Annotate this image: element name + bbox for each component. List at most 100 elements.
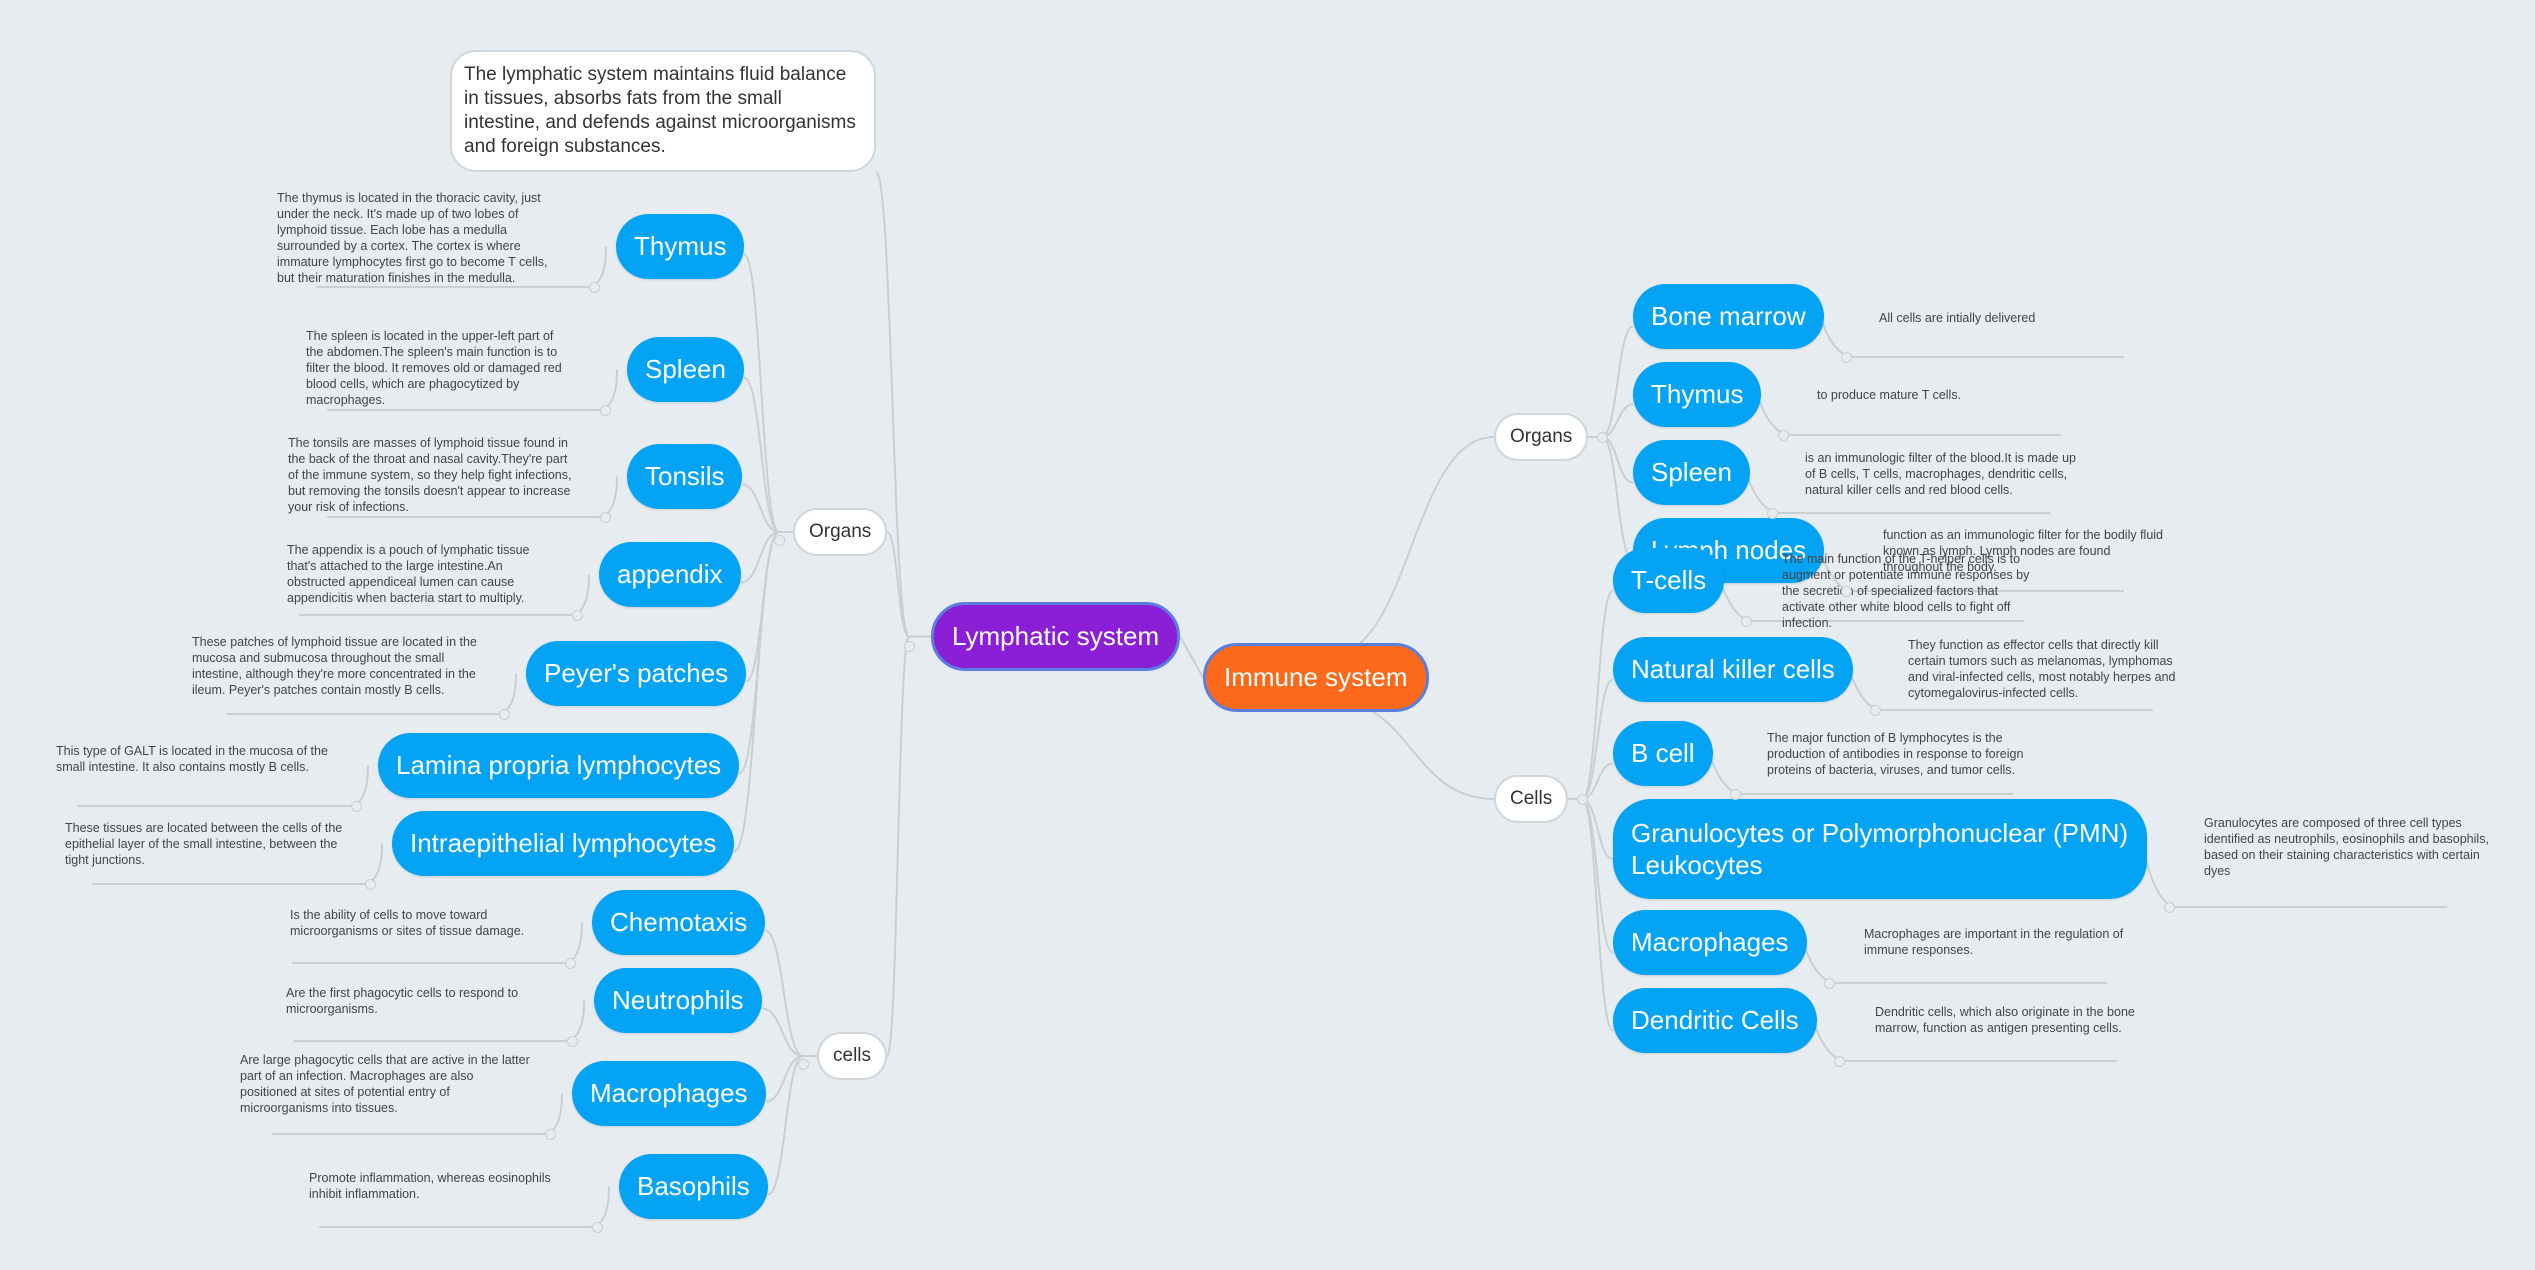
right-cell-b-cell[interactable]: B cell [1613,721,1713,786]
note-tonsils-left: The tonsils are masses of lymphoid tissu… [288,436,572,514]
note-lamina-left: This type of GALT is located in the muco… [56,744,328,774]
note-dendritic-right: Dendritic cells, which also originate in… [1875,1005,2135,1035]
expand-dot-lc1[interactable] [566,1035,578,1047]
underline-lo5 [78,765,369,807]
underline-lo4 [226,673,517,715]
underline-lo3 [299,574,590,616]
right-cell-granulocytes[interactable]: Granulocytes or Polymorphonuclear (PMN) … [1613,799,2147,899]
link-rc1 [1581,678,1614,800]
link-ro2 [1601,436,1634,484]
expand-dot-lo0[interactable] [588,281,600,293]
right-organ-bone-marrow[interactable]: Bone marrow [1633,284,1824,349]
link-root-n-intro [875,171,910,638]
left-cells-collapse-dot[interactable] [797,1058,809,1070]
link-lc3 [767,1055,804,1196]
right-organ-spleen[interactable]: Spleen [1633,440,1750,505]
note-spleen-right: is an immunologic filter of the blood.It… [1805,451,2076,497]
expand-dot-lo5[interactable] [350,800,362,812]
right-organ-thymus[interactable]: Thymus [1633,362,1762,427]
note-appendix-left: The appendix is a pouch of lymphatic tis… [287,543,530,605]
underline-lo0 [316,246,607,288]
expand-dot-ro1[interactable] [1777,429,1789,441]
note-chemotaxis-left: Is the ability of cells to move toward m… [290,908,525,938]
expand-dot-lo4[interactable] [498,708,510,720]
underline-lc1 [294,1000,585,1042]
right-cell-macrophages[interactable]: Macrophages [1613,910,1807,975]
expand-dot-lo1[interactable] [599,404,611,416]
note-peyers-left: These patches of lymphoid tissue are loc… [192,635,477,697]
note-t-cells-right: The main function of the T-helper cells … [1782,552,2030,630]
note-bone-marrow-right: All cells are intially delivered [1879,311,2036,325]
expand-dot-lc0[interactable] [564,957,576,969]
intro-card[interactable]: The lymphatic system maintains fluid bal… [450,50,876,172]
expand-dot-rc0[interactable] [1740,615,1752,627]
right-cell-t-cells[interactable]: T-cells [1613,548,1725,613]
expand-dot-ro0[interactable] [1840,351,1852,363]
expand-dot-lc3[interactable] [591,1221,603,1233]
left-organ-appendix[interactable]: appendix [599,542,741,607]
expand-dot-rc4[interactable] [1823,977,1835,989]
expand-dot-lo2[interactable] [599,511,611,523]
root-node-lymphatic-system[interactable]: Lymphatic system [931,602,1181,671]
left-cells-label[interactable]: cells [817,1032,888,1080]
expand-dot-lc2[interactable] [544,1128,556,1140]
expand-dot-rc3[interactable] [2163,901,2175,913]
link-lo3 [740,531,780,584]
expand-dot-rc1[interactable] [1869,704,1881,716]
left-cell-basophils[interactable]: Basophils [619,1154,768,1219]
left-organ-peyers-patches[interactable]: Peyer's patches [526,641,747,706]
link-lc0 [764,929,804,1057]
expand-dot-rc5[interactable] [1833,1055,1845,1067]
left-organ-tonsils[interactable]: Tonsils [627,444,743,509]
underline-lc0 [292,922,583,964]
right-cells-collapse-dot[interactable] [1576,793,1588,805]
root-collapse-dot[interactable] [903,641,915,652]
left-cell-chemotaxis[interactable]: Chemotaxis [592,890,766,955]
right-cell-natural-killer[interactable]: Natural killer cells [1613,637,1853,702]
left-organs-label[interactable]: Organs [793,508,888,556]
left-organs-collapse-dot[interactable] [773,534,785,546]
expand-dot-lo6[interactable] [364,878,376,890]
link-immune-n-rorg [1328,436,1495,657]
note-spleen-left: The spleen is located in the upper-left … [306,329,562,407]
right-cells-label[interactable]: Cells [1494,775,1569,823]
left-cell-neutrophils[interactable]: Neutrophils [594,968,762,1033]
link-ro3 [1601,436,1634,562]
note-granulocytes-right: Granulocytes are composed of three cell … [2204,816,2489,878]
note-natural-killer-right: They function as effector cells that dir… [1908,638,2176,700]
expand-dot-rc2[interactable] [1729,788,1741,800]
link-lo0 [743,253,780,533]
note-thymus-left: The thymus is located in the thoracic ca… [277,191,548,285]
left-organ-thymus[interactable]: Thymus [616,214,745,279]
expand-dot-ro3[interactable] [1840,585,1852,597]
link-lc1 [761,1007,804,1057]
left-cell-macrophages[interactable]: Macrophages [572,1061,766,1126]
right-organs-label[interactable]: Organs [1494,413,1589,461]
expand-dot-ro2[interactable] [1766,507,1778,519]
underline-lc2 [272,1093,563,1135]
underline-lo2 [327,476,618,518]
left-organ-intraepithelial[interactable]: Intraepithelial lymphocytes [392,811,735,876]
right-cell-dendritic[interactable]: Dendritic Cells [1613,988,1817,1053]
link-lc2 [765,1055,804,1103]
node-immune-system[interactable]: Immune system [1203,643,1429,712]
underline-lo6 [92,843,383,885]
note-lymph-nodes-right: function as an immunologic filter for th… [1883,528,2164,574]
right-organs-collapse-dot[interactable] [1596,431,1608,443]
link-rc5 [1581,798,1614,1032]
link-lo2 [741,483,780,533]
note-macrophages-right: Macrophages are important in the regulat… [1864,927,2124,957]
link-lo1 [743,376,780,533]
link-lo6 [733,531,780,853]
underline-lo1 [327,369,618,411]
link-root-n-lcell [886,635,910,1057]
note-macrophages-left: Are large phagocytic cells that are acti… [240,1053,530,1115]
link-rc4 [1581,798,1614,954]
left-organ-spleen[interactable]: Spleen [627,337,744,402]
left-organ-lamina-propria[interactable]: Lamina propria lymphocytes [378,733,740,798]
expand-dot-lo3[interactable] [571,609,583,621]
note-neutrophils-left: Are the first phagocytic cells to respon… [286,986,519,1016]
link-rc0 [1581,589,1614,800]
underline-lc3 [319,1186,610,1228]
note-b-cell-right: The major function of B lymphocytes is t… [1767,731,2024,777]
